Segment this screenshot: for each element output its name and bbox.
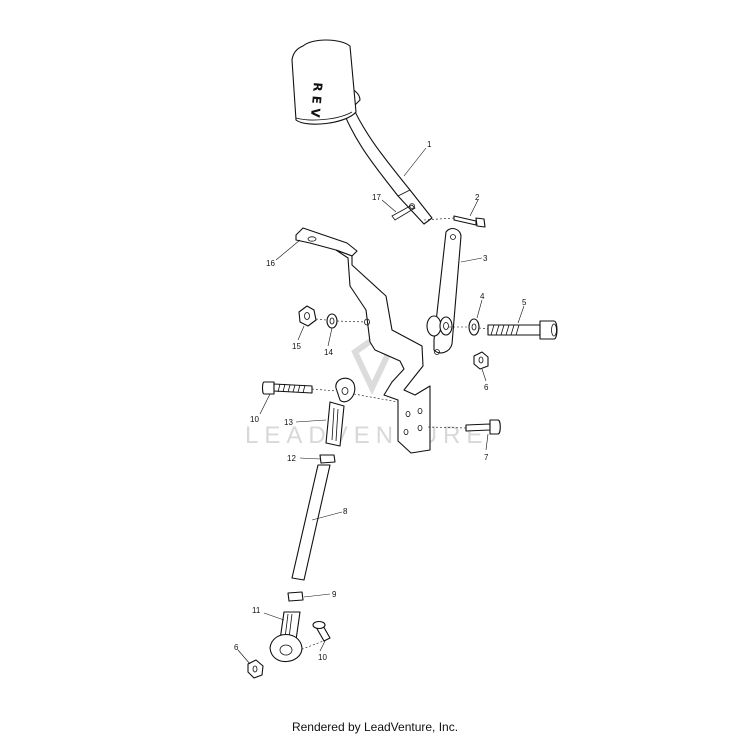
nut-15 <box>298 305 317 327</box>
jam-nut-12 <box>319 454 336 464</box>
watermark: LEADVENTURE <box>245 336 488 449</box>
callout-15: 15 <box>292 342 301 351</box>
callout-4: 4 <box>480 292 485 301</box>
leader-lines <box>237 147 525 665</box>
callout-10-lower: 10 <box>318 653 327 662</box>
callout-14: 14 <box>324 348 333 357</box>
callout-17: 17 <box>372 193 381 202</box>
nut-6-upper <box>473 351 489 370</box>
footer-credit: Rendered by LeadVenture, Inc. <box>291 720 459 734</box>
washer-4 <box>468 318 480 336</box>
callout-6-upper: 6 <box>484 383 489 392</box>
callout-11: 11 <box>252 606 261 615</box>
callout-2: 2 <box>475 193 480 202</box>
parts-diagram: LEADVENTURE R E V <box>234 39 558 679</box>
callout-6-lower: 6 <box>234 643 239 652</box>
cotter-pin <box>391 203 416 221</box>
callout-12: 12 <box>287 454 296 463</box>
watermark-text: LEADVENTURE <box>245 422 488 449</box>
bolt-5 <box>487 320 558 340</box>
rod-8 <box>291 464 331 581</box>
callout-8: 8 <box>343 507 348 516</box>
callout-10-upper: 10 <box>250 415 259 424</box>
lever-plate <box>433 227 462 355</box>
bolt-7 <box>465 419 501 435</box>
callout-5: 5 <box>522 298 527 307</box>
handle-lettering: R E V <box>308 82 325 119</box>
callout-7: 7 <box>484 453 489 462</box>
callout-1: 1 <box>427 140 432 149</box>
clevis-pin <box>453 215 486 228</box>
shift-lever: R E V <box>291 39 433 225</box>
callout-9: 9 <box>332 590 337 599</box>
rod-end-upper <box>325 377 356 447</box>
stud-10-lower <box>312 620 331 642</box>
nut-6-lower <box>247 659 264 679</box>
bracket <box>295 227 431 454</box>
rod-end-lower <box>269 611 303 663</box>
callouts: 1 2 3 4 5 6 7 8 9 10 10 11 12 13 14 15 1… <box>234 140 527 662</box>
washer-14 <box>326 313 338 329</box>
callout-13: 13 <box>284 418 293 427</box>
bolt-10-upper <box>261 381 313 395</box>
jam-nut-9 <box>287 591 304 602</box>
callout-3: 3 <box>483 254 488 263</box>
pivot-bushing <box>426 315 453 337</box>
callout-16: 16 <box>266 259 275 268</box>
